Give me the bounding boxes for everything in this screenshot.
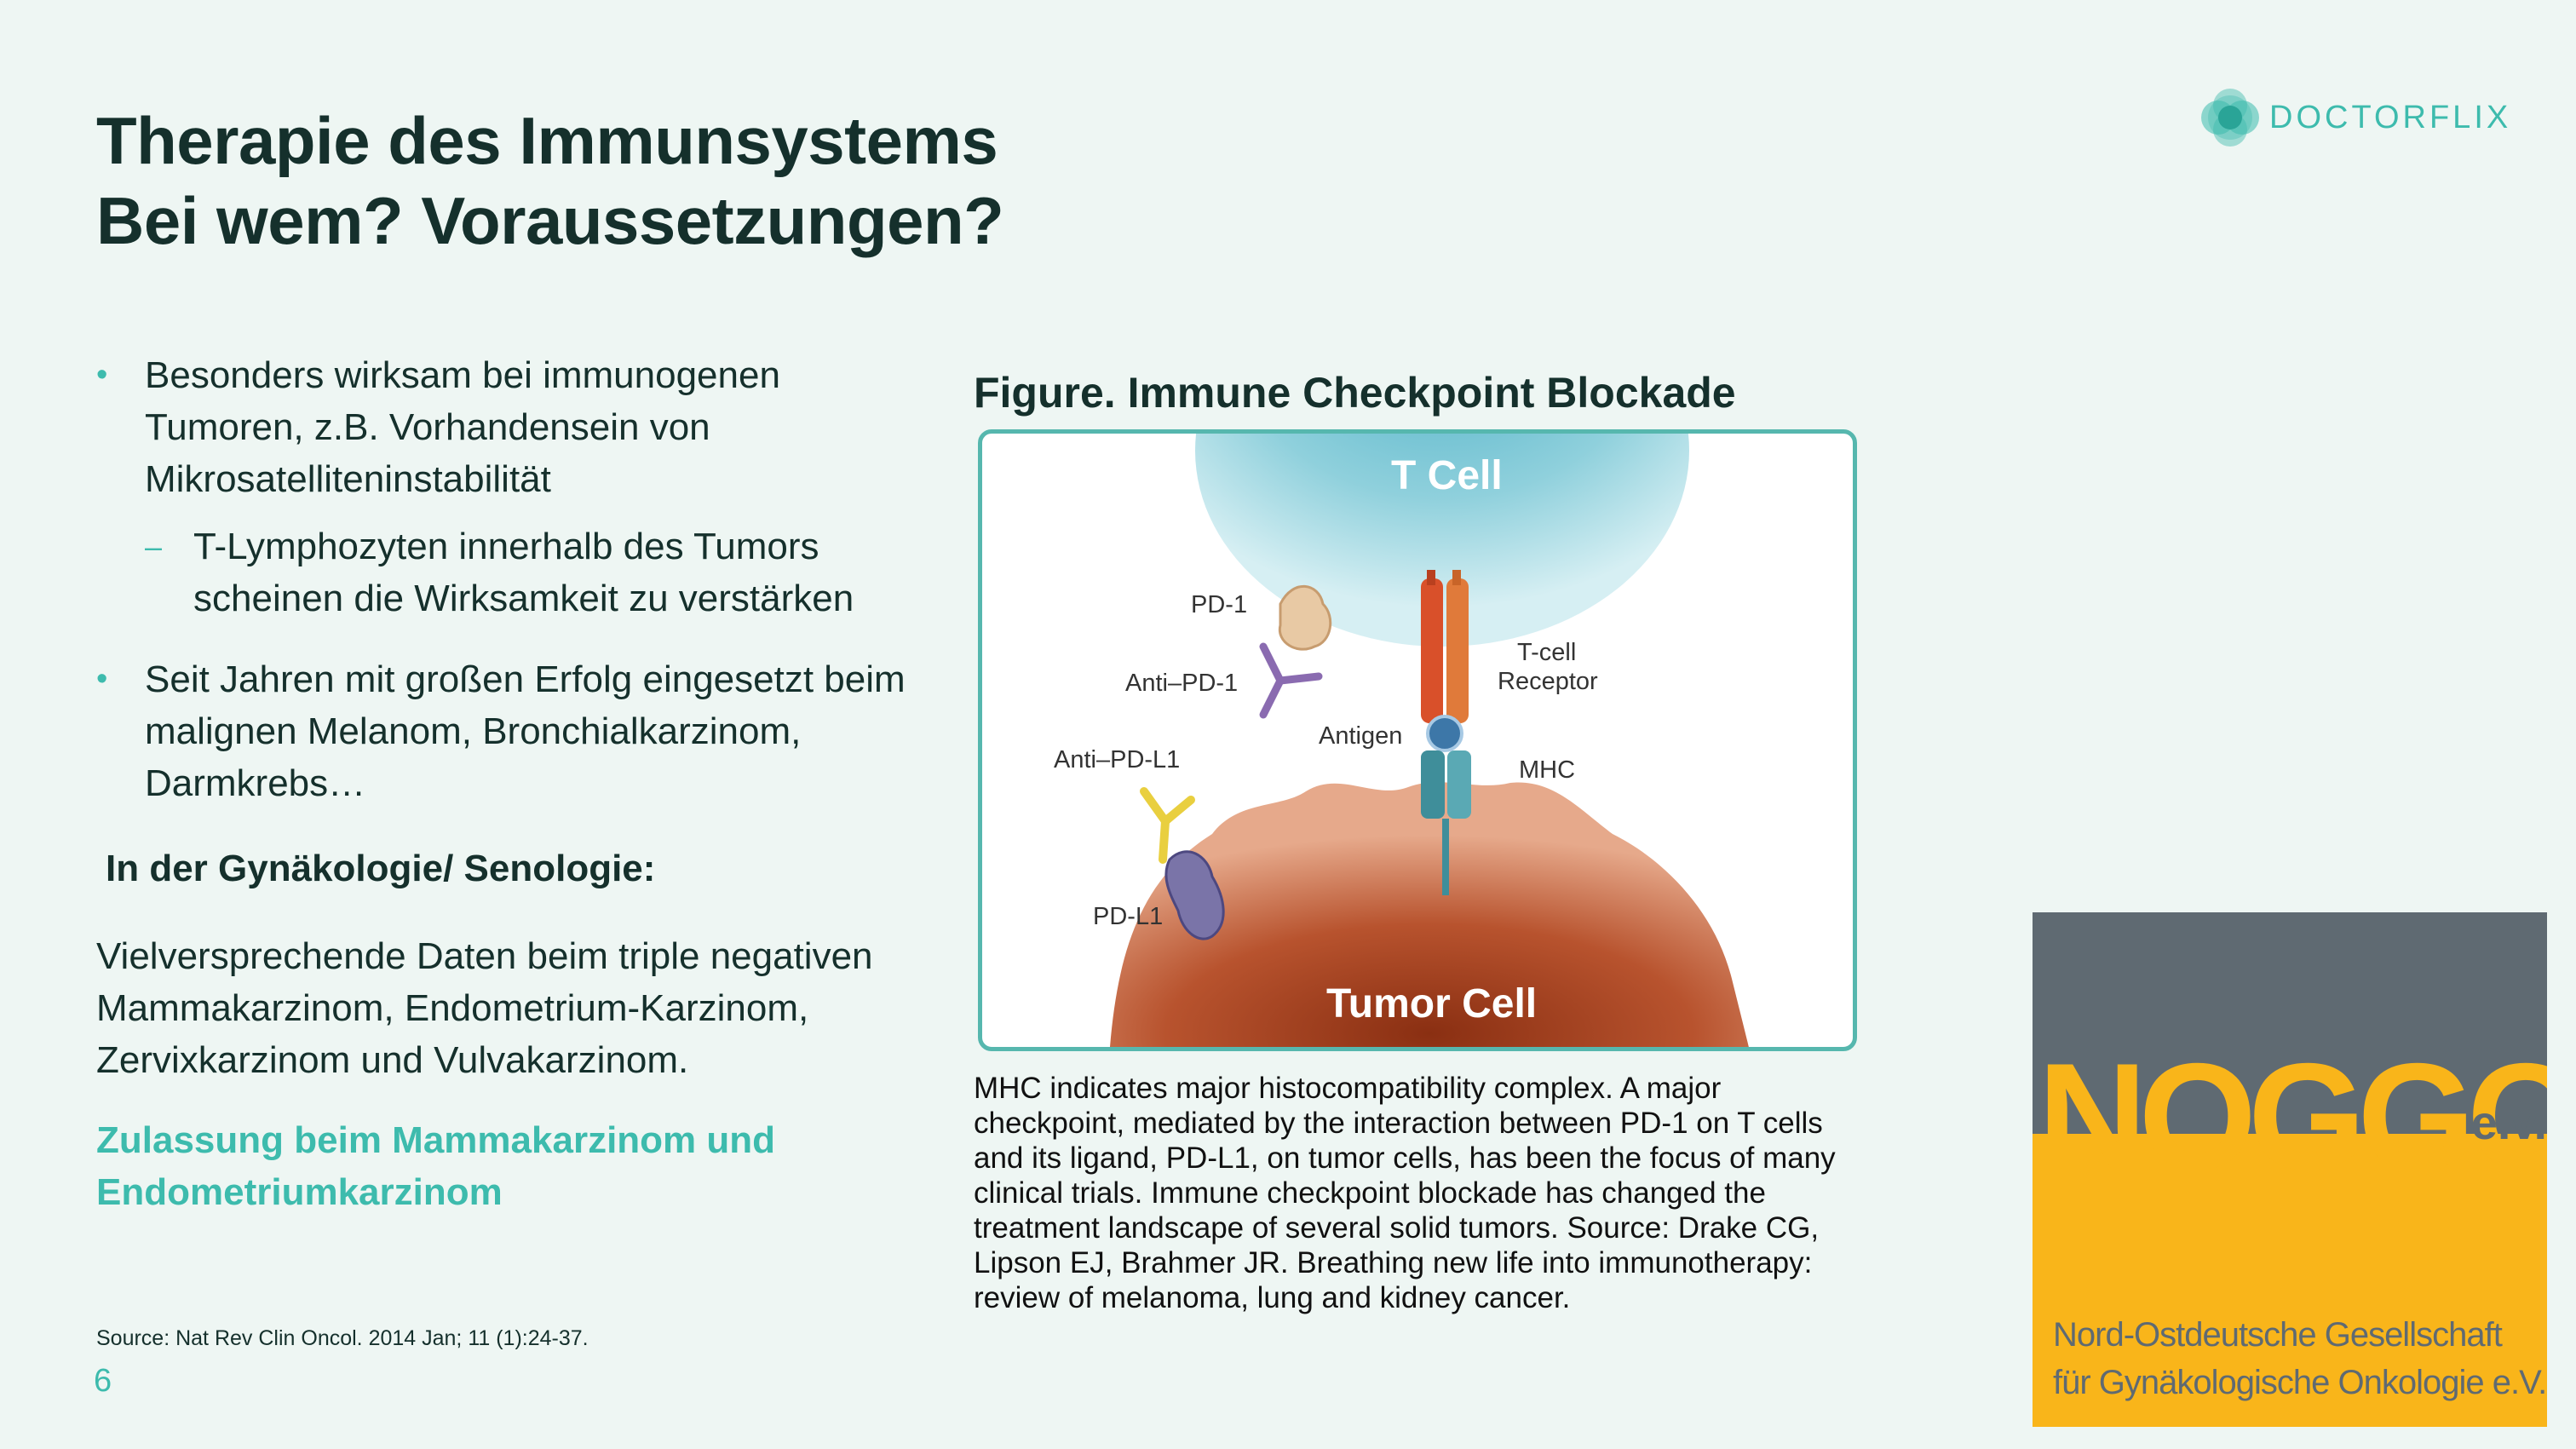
page-number: 6 bbox=[94, 1363, 112, 1399]
pd1-icon bbox=[1278, 584, 1332, 651]
t-cell-receptor-icon bbox=[1421, 570, 1469, 723]
bullet-list: Besonders wirksam bei immunogenen Tumore… bbox=[96, 349, 931, 809]
t-cell-label: T Cell bbox=[1391, 453, 1503, 498]
bullet-established-use: Seit Jahren mit großen Erfolg eingesetzt… bbox=[96, 653, 931, 809]
noggo-subtitle-line-1: Nord-Ostdeutsche Gesellschaft bbox=[2053, 1316, 2503, 1354]
antigen-icon bbox=[1426, 715, 1463, 752]
noggo-subtitle: Nord-Ostdeutsche Gesellschaft für Gynäko… bbox=[2053, 1311, 2547, 1406]
anti-pd1-label: Anti–PD-1 bbox=[1125, 670, 1238, 697]
mhc-label: MHC bbox=[1519, 756, 1575, 784]
sub-bullet-t-lymphocytes: T-Lymphozyten innerhalb des Tumors schei… bbox=[96, 520, 931, 624]
pdl1-label: PD-L1 bbox=[1093, 903, 1163, 930]
figure-illustration: T Cell Tumor Cell bbox=[978, 429, 1857, 1051]
noggo-logo-top-band bbox=[2033, 912, 2547, 1134]
doctorflix-logo: DOCTORFLIX bbox=[2199, 87, 2511, 148]
gynecology-heading: In der Gynäkologie/ Senologie: bbox=[106, 848, 656, 889]
title-line-2: Bei wem? Voraussetzungen? bbox=[96, 183, 1004, 258]
antigen-label: Antigen bbox=[1319, 722, 1402, 750]
tumor-cell-label: Tumor Cell bbox=[1326, 981, 1537, 1026]
bullet-immunogenic: Besonders wirksam bei immunogenen Tumore… bbox=[96, 349, 931, 505]
pd1-label: PD-1 bbox=[1191, 591, 1247, 618]
anti-pdl1-antibody-icon bbox=[1140, 787, 1195, 864]
figure-caption: MHC indicates major histocompatibility c… bbox=[974, 1072, 1836, 1314]
title-line-1: Therapie des Immunsystems bbox=[96, 103, 998, 178]
noggo-subtitle-line-2: für Gynäkologische Onkologie e.V. bbox=[2053, 1364, 2547, 1401]
mhc-icon bbox=[1421, 750, 1471, 895]
noggo-wordmark: NOGGO bbox=[2038, 1032, 2547, 1201]
noggo-logo: NOGGO e.v. Nord-Ostdeutsche Gesellschaft… bbox=[2033, 912, 2547, 1427]
tcr-label-line-1: T-cell bbox=[1517, 639, 1576, 666]
tcr-label-line-2: Receptor bbox=[1498, 668, 1598, 695]
anti-pd1-antibody-icon bbox=[1259, 642, 1323, 719]
figure-title: Figure. Immune Checkpoint Blockade bbox=[974, 369, 1736, 417]
slide-title: Therapie des Immunsystems Bei wem? Vorau… bbox=[96, 101, 1004, 261]
approval-highlight: Zulassung beim Mammakarzinom und Endomet… bbox=[96, 1119, 776, 1213]
gynecology-text: Vielversprechende Daten beim triple nega… bbox=[96, 935, 873, 1081]
doctorflix-logo-icon bbox=[2199, 87, 2261, 148]
noggo-ev: e.v. bbox=[2470, 1095, 2547, 1149]
pdl1-icon bbox=[1164, 850, 1225, 940]
source-citation: Source: Nat Rev Clin Oncol. 2014 Jan; 11… bbox=[96, 1326, 589, 1350]
brand-name: DOCTORFLIX bbox=[2269, 99, 2512, 135]
tumor-cell-shape bbox=[1110, 782, 1749, 1047]
anti-pdl1-label: Anti–PD-L1 bbox=[1054, 746, 1180, 773]
